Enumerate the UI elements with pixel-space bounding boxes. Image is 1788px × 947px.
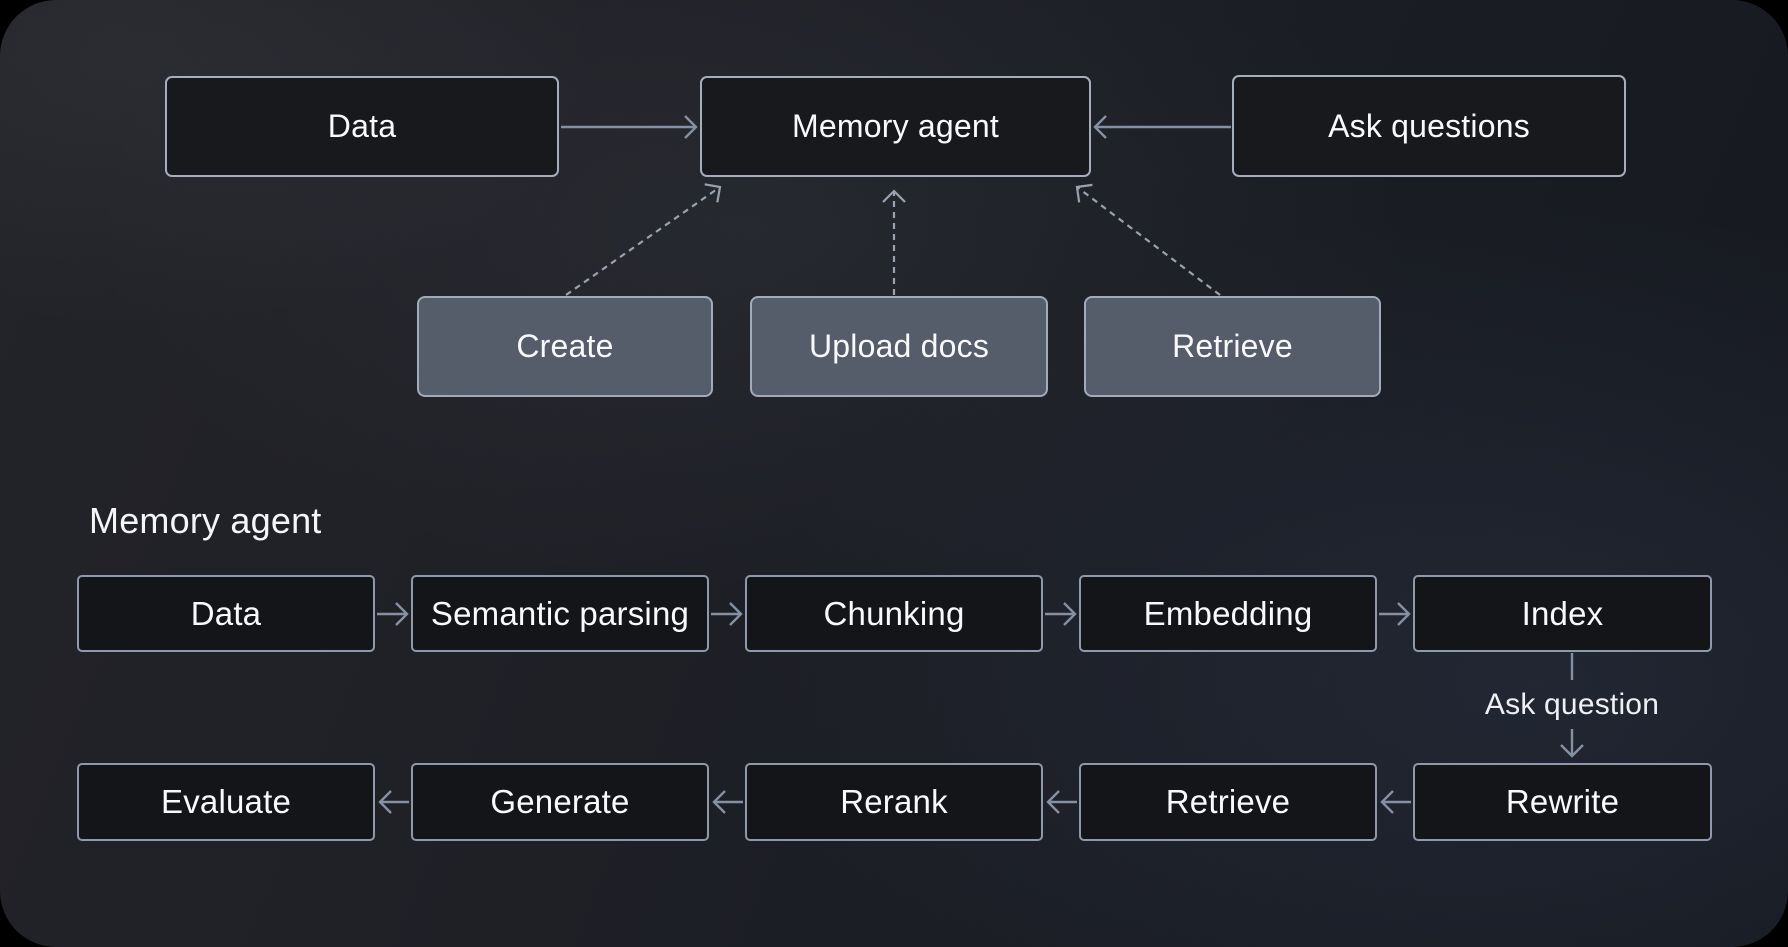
- box-pipeline-data: Data: [77, 575, 375, 652]
- box-evaluate: Evaluate: [77, 763, 375, 841]
- box-data-source: Data: [165, 76, 559, 177]
- box-rewrite: Rewrite: [1413, 763, 1712, 841]
- box-ask-questions: Ask questions: [1232, 75, 1626, 177]
- box-upload-docs: Upload docs: [750, 296, 1048, 397]
- box-chunking: Chunking: [745, 575, 1043, 652]
- box-index: Index: [1413, 575, 1712, 652]
- box-pipeline-retrieve: Retrieve: [1079, 763, 1377, 841]
- box-retrieve: Retrieve: [1084, 296, 1381, 397]
- dashed-arrow-retrieve-to-memory-agent: [1075, 183, 1221, 296]
- edge-label-ask-question: Ask question: [1484, 688, 1660, 721]
- box-memory-agent: Memory agent: [700, 76, 1091, 177]
- box-embedding: Embedding: [1079, 575, 1377, 652]
- box-generate: Generate: [411, 763, 709, 841]
- pipeline-title: Memory agent: [89, 500, 322, 541]
- box-semantic-parsing: Semantic parsing: [411, 575, 709, 652]
- dashed-arrow-create-to-memory-agent: [565, 183, 722, 296]
- box-rerank: Rerank: [745, 763, 1043, 841]
- box-create: Create: [417, 296, 713, 397]
